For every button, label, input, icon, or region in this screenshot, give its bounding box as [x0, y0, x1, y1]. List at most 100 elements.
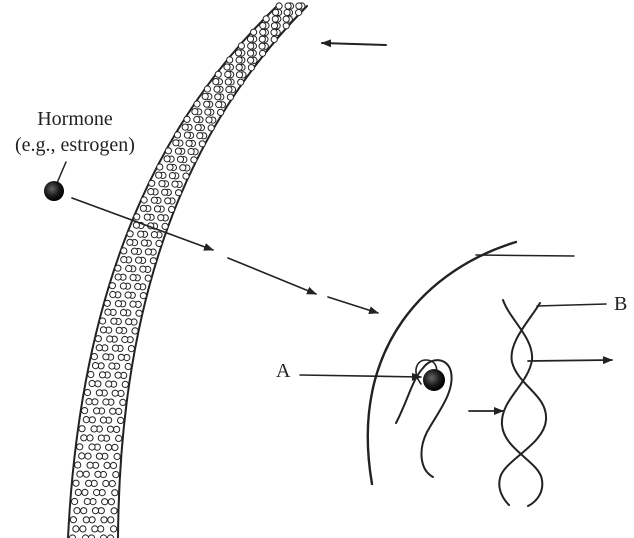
- membrane-bead: [116, 435, 122, 441]
- membrane-bead: [73, 526, 79, 532]
- membrane-bead: [138, 231, 144, 237]
- membrane-bead: [118, 390, 124, 396]
- membrane-bead: [130, 301, 136, 307]
- membrane-bead: [194, 116, 200, 122]
- membrane-bead: [208, 125, 214, 131]
- hormone-receptor-complex: [423, 369, 445, 391]
- membrane-bead: [296, 3, 302, 9]
- membrane-bead: [135, 283, 141, 289]
- label-b: B: [614, 293, 627, 315]
- membrane-bead: [87, 462, 93, 468]
- membrane-bead: [236, 72, 242, 78]
- membrane-bead: [167, 164, 173, 170]
- membrane-bead: [114, 453, 120, 459]
- membrane-bead: [186, 140, 192, 146]
- membrane-bead: [96, 345, 102, 351]
- membrane-bead: [115, 274, 121, 280]
- membrane-bead: [148, 189, 154, 195]
- membrane-bead: [111, 508, 117, 514]
- membrane-bead: [101, 517, 107, 523]
- membrane-bead: [145, 249, 151, 255]
- membrane-bead: [150, 258, 156, 264]
- membrane-bead: [120, 399, 126, 405]
- membrane-bead: [127, 239, 133, 245]
- membrane-bead: [216, 101, 222, 107]
- membrane-bead: [81, 508, 87, 514]
- membrane-bead: [236, 64, 242, 70]
- membrane-bead: [176, 190, 182, 196]
- membrane-bead: [188, 148, 194, 154]
- membrane-bead: [213, 79, 219, 85]
- membrane-bead: [83, 417, 89, 423]
- membrane-bead: [80, 526, 86, 532]
- membrane-bead: [225, 71, 231, 77]
- membrane-bead: [115, 265, 121, 271]
- membrane-bead: [192, 109, 198, 115]
- membrane-bead: [84, 389, 90, 395]
- membrane-bead: [127, 231, 133, 237]
- cell-membrane: [68, 3, 307, 538]
- membrane-bead: [102, 499, 108, 505]
- membrane-bead: [108, 499, 114, 505]
- membrane-bead: [120, 283, 126, 289]
- hormone-path-arrow-2: [228, 258, 316, 294]
- membrane-bead: [285, 3, 291, 9]
- membrane-bead: [236, 57, 242, 63]
- hormone-molecule: [44, 181, 64, 201]
- membrane-bead: [136, 257, 142, 263]
- membrane-bead: [96, 390, 102, 396]
- membrane-bead: [247, 36, 253, 42]
- membrane-bead: [122, 381, 128, 387]
- membrane-bead: [126, 319, 132, 325]
- membrane-bead: [107, 426, 113, 432]
- membrane-bead: [107, 336, 113, 342]
- membrane-bead: [81, 435, 87, 441]
- membrane-bead: [225, 79, 231, 85]
- membrane-bead: [88, 371, 94, 377]
- membrane-bead: [86, 399, 92, 405]
- membrane-bead: [248, 43, 254, 49]
- membrane-bead: [103, 399, 109, 405]
- membrane-pointer-arrow: [322, 43, 386, 45]
- membrane-bead: [110, 408, 116, 414]
- membrane-bead: [79, 453, 85, 459]
- membrane-bead: [197, 133, 203, 139]
- membrane-bead: [95, 471, 101, 477]
- membrane-bead: [131, 248, 137, 254]
- membrane-bead: [177, 156, 183, 162]
- hormone-path-arrow-3: [328, 297, 378, 313]
- membrane-bead: [70, 517, 76, 523]
- membrane-bead: [141, 240, 147, 246]
- membrane-bead: [89, 417, 95, 423]
- membrane-bead: [162, 189, 168, 195]
- membrane-bead: [126, 265, 132, 271]
- membrane-bead: [271, 29, 277, 35]
- membrane-bead: [91, 354, 97, 360]
- membrane-bead: [156, 172, 162, 178]
- membrane-bead: [106, 444, 112, 450]
- membrane-bead: [128, 346, 134, 352]
- membrane-bead: [109, 363, 115, 369]
- membrane-bead: [214, 86, 220, 92]
- membrane-bead: [260, 23, 266, 29]
- membrane-bead: [149, 180, 155, 186]
- membrane-bead: [96, 453, 102, 459]
- label-a: A: [276, 360, 291, 382]
- membrane-bead: [114, 426, 120, 432]
- membrane-bead: [92, 363, 98, 369]
- membrane-bead: [116, 327, 122, 333]
- membrane-bead: [272, 16, 278, 22]
- hormone-label-leader: [57, 162, 66, 183]
- membrane-bead: [79, 426, 85, 432]
- membrane-bead: [169, 206, 175, 212]
- membrane-bead: [87, 435, 93, 441]
- membrane-bead: [92, 508, 98, 514]
- membrane-bead: [132, 328, 138, 334]
- membrane-bead: [144, 214, 150, 220]
- membrane-bead: [271, 36, 277, 42]
- membrane-bead: [151, 197, 157, 203]
- membrane-bead: [145, 275, 151, 281]
- membrane-bead: [215, 71, 221, 77]
- membrane-bead: [227, 57, 233, 63]
- membrane-bead: [296, 9, 302, 15]
